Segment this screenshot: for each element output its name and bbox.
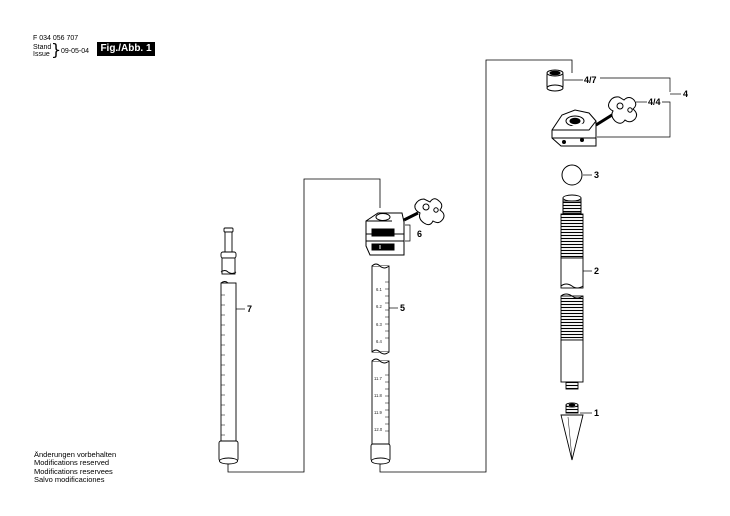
part-5-extension-tube: [370, 263, 391, 465]
figure-label-badge: Fig./Abb. 1: [97, 42, 155, 56]
issue-date: 09-05-04: [61, 48, 90, 55]
assembly-connector-lines: [227, 59, 573, 473]
scale-label: 12.0: [374, 427, 383, 432]
scale-label: 6.4: [376, 339, 382, 344]
leader-6: [405, 224, 411, 242]
part-7-scale-marks: [221, 294, 225, 436]
leader-4-bracket: [597, 101, 671, 138]
part-6-clamp-head: [365, 198, 445, 256]
scale-label: 11.9: [374, 410, 383, 415]
callout-4: 4: [683, 89, 688, 99]
scale-label: 6.2: [376, 304, 382, 309]
notice-line: Salvo modificaciones: [34, 474, 105, 484]
callout-1: 1: [594, 408, 599, 418]
modifications-notice: Änderungen vorbehalten Modifications res…: [34, 450, 117, 484]
brace-glyph: }: [51, 40, 62, 59]
callout-7: 7: [247, 304, 252, 314]
scale-label: 11.8: [374, 393, 383, 398]
scale-label: 11.7: [374, 376, 383, 381]
part-2-threaded-tube: [560, 194, 584, 390]
stand-label: Stand: [33, 44, 52, 51]
leader-4-7-bracket: [600, 77, 671, 92]
part-7-telescopic-rod: [218, 227, 239, 465]
document-number: F 034 056 707: [33, 35, 79, 42]
callout-6: 6: [417, 229, 422, 239]
scale-label: 6.3: [376, 322, 382, 327]
notice-line: Modifications reserved: [34, 458, 110, 468]
callout-4-4: 4/4: [648, 97, 661, 107]
notice-line: Änderungen vorbehalten: [34, 450, 117, 459]
part-4-7-sleeve-cap: [546, 69, 564, 92]
callout-3: 3: [594, 170, 599, 180]
part-1-spike: [560, 402, 584, 461]
callout-5: 5: [400, 303, 405, 313]
part-4-tilting-head: [551, 96, 638, 147]
notice-line: Modifications reservees: [34, 466, 113, 476]
scale-label: 6.1: [376, 287, 382, 292]
issue-label: Issue: [33, 51, 50, 58]
callout-4-7: 4/7: [584, 75, 597, 85]
callout-2: 2: [594, 266, 599, 276]
part-3-ball: [561, 164, 583, 186]
